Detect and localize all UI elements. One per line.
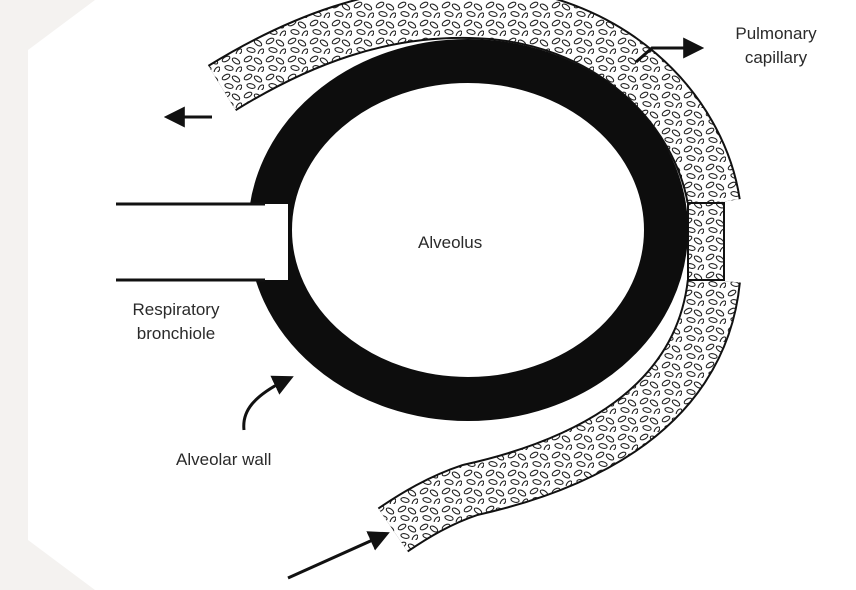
alveolar-wall-ring xyxy=(270,61,666,399)
alveolar-wall-label: Alveolar wall xyxy=(176,448,271,472)
bronchiole-opening xyxy=(240,204,288,280)
respiratory-bronchiole-label-line2: bronchiole xyxy=(106,322,246,346)
respiratory-bronchiole-label: Respiratory bronchiole xyxy=(106,298,246,346)
alveolus-label: Alveolus xyxy=(418,231,482,255)
pulmonary-capillary-label-line2: capillary xyxy=(711,46,841,70)
pulmonary-capillary-label: Pulmonary capillary xyxy=(711,22,841,70)
capillary-contact-segment xyxy=(688,203,724,280)
pulmonary-capillary-label-line1: Pulmonary xyxy=(711,22,841,46)
respiratory-bronchiole-label-line1: Respiratory xyxy=(106,298,246,322)
